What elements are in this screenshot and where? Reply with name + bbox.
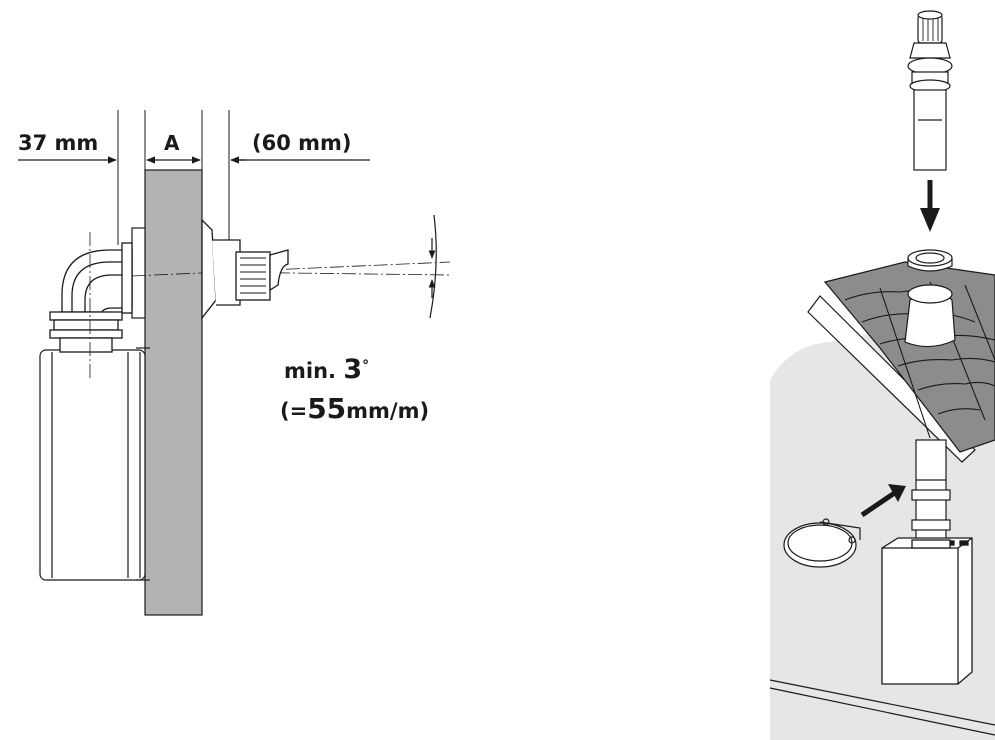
roof-collar	[907, 249, 953, 272]
slope-mm-value: 55	[307, 392, 346, 425]
dimension-label-left: 37 mm	[18, 131, 98, 155]
clamp-arrow	[860, 484, 906, 518]
dimension-extension-lines	[117, 110, 230, 245]
wall	[144, 169, 203, 616]
dimension-label-right: (60 mm)	[252, 131, 352, 155]
wall-plate	[131, 227, 146, 319]
roof-tile-lines	[844, 281, 995, 439]
floor-lines	[769, 679, 995, 736]
wall-flue-diagram: 37 mm A (60 mm) min. 3° (=55mm/m)	[18, 110, 451, 616]
interior-flue-pipe	[911, 439, 951, 541]
slope-angle-marker	[428, 214, 437, 319]
slope-label-line2: (=55mm/m)	[280, 392, 429, 425]
clamp-bracket	[783, 518, 861, 568]
slope-mm-unit: mm/m)	[346, 399, 429, 423]
slope-degree-sign: °	[362, 358, 369, 374]
slope-degrees: 3	[343, 354, 362, 385]
insert-down-arrow	[920, 180, 940, 232]
boiler-unit	[881, 537, 973, 685]
flue-terminal	[201, 218, 289, 320]
roof-flashing	[904, 284, 956, 348]
slope-open: (=	[280, 399, 307, 423]
vertical-terminal	[907, 10, 953, 171]
slope-label-line1: min. 3°	[284, 354, 369, 385]
dimension-label-wall: A	[164, 131, 180, 155]
roof-flue-diagram	[769, 10, 995, 740]
boiler-side-view	[39, 347, 150, 581]
slope-prefix: min.	[284, 359, 343, 383]
roof-rafter	[807, 295, 976, 463]
flue-elbow	[49, 242, 133, 353]
